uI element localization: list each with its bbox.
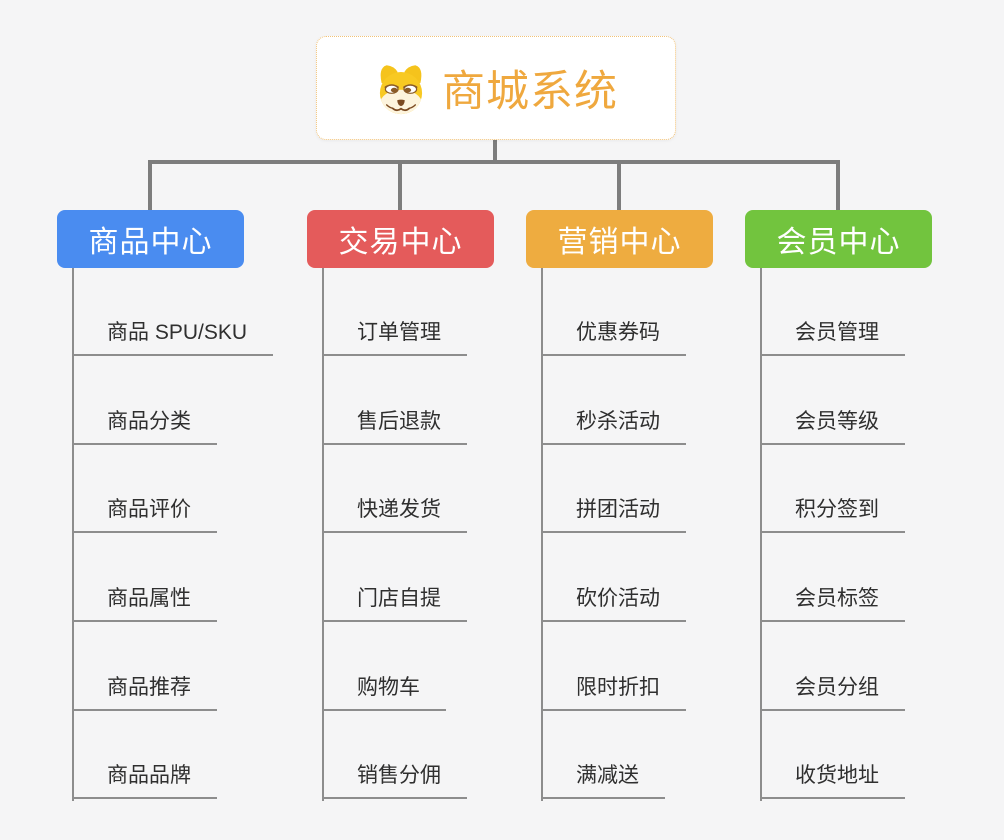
child-node[interactable]: 会员标签 — [762, 582, 905, 622]
child-node[interactable]: 砍价活动 — [543, 582, 686, 622]
child-node[interactable]: 拼团活动 — [543, 493, 686, 533]
branch-node-1[interactable]: 商品中心 — [57, 210, 244, 268]
child-node[interactable]: 会员分组 — [762, 671, 905, 711]
branch-label: 会员中心 — [776, 226, 901, 259]
child-node[interactable]: 商品分类 — [74, 405, 217, 445]
branch-node-4[interactable]: 会员中心 — [745, 210, 932, 268]
branch-children-column: 订单管理售后退款快递发货门店自提购物车销售分佣 — [322, 268, 467, 801]
branch-children-column: 商品 SPU/SKU 商品分类商品评价商品属性商品推荐商品品牌 — [72, 268, 274, 801]
child-node[interactable]: 门店自提 — [324, 582, 467, 622]
child-node[interactable]: 商品 SPU/SKU — [74, 316, 274, 356]
root-title: 商城系统 — [442, 68, 618, 116]
connector-bus — [148, 160, 840, 164]
root-node[interactable]: 商城系统 — [316, 36, 676, 140]
child-node[interactable]: 商品品牌 — [74, 759, 217, 799]
connector-branch-drop — [617, 160, 621, 212]
child-node[interactable]: 收货地址 — [762, 759, 905, 799]
child-node[interactable]: 满减送 — [543, 759, 665, 799]
child-node[interactable]: 会员管理 — [762, 316, 905, 356]
connector-branch-drop — [148, 160, 152, 212]
child-node[interactable]: 会员等级 — [762, 405, 905, 445]
child-node[interactable]: 限时折扣 — [543, 671, 686, 711]
branch-label: 营销中心 — [557, 226, 682, 259]
child-node[interactable]: 商品评价 — [74, 493, 217, 533]
child-node[interactable]: 售后退款 — [324, 405, 467, 445]
connector-branch-drop — [398, 160, 402, 212]
connector-root-drop — [493, 139, 497, 164]
child-node[interactable]: 购物车 — [324, 671, 446, 711]
child-node[interactable]: 秒杀活动 — [543, 405, 686, 445]
child-node[interactable]: 优惠券码 — [543, 316, 686, 356]
connector-branch-drop — [836, 160, 840, 212]
branch-children-column: 优惠券码秒杀活动拼团活动砍价活动限时折扣满减送 — [541, 268, 686, 801]
child-node[interactable]: 商品属性 — [74, 582, 217, 622]
branch-node-2[interactable]: 交易中心 — [307, 210, 494, 268]
child-node[interactable]: 快递发货 — [324, 493, 467, 533]
branch-node-3[interactable]: 营销中心 — [526, 210, 713, 268]
child-node[interactable]: 销售分佣 — [324, 759, 467, 799]
branch-label: 商品中心 — [88, 226, 213, 259]
child-node[interactable]: 积分签到 — [762, 493, 905, 533]
branch-children-column: 会员管理会员等级积分签到会员标签会员分组收货地址 — [760, 268, 905, 801]
child-node[interactable]: 商品推荐 — [74, 671, 217, 711]
dog-face-icon — [379, 65, 423, 115]
branch-label: 交易中心 — [338, 226, 463, 259]
child-node[interactable]: 订单管理 — [324, 316, 467, 356]
